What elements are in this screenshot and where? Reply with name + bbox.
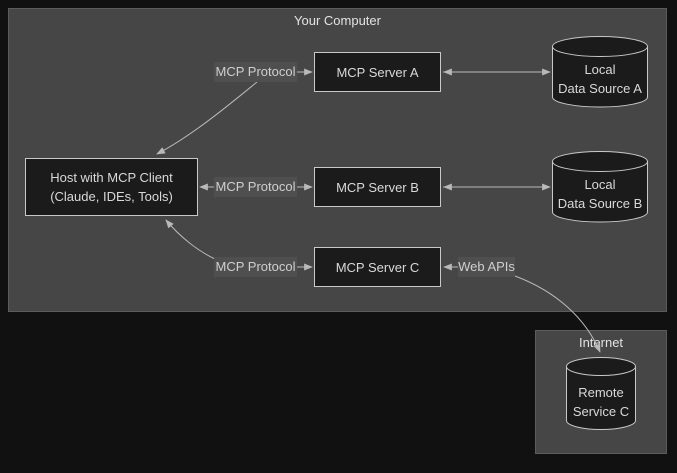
node-data-source-b-label-line1: Local	[584, 177, 616, 192]
node-remote-service-c-label-line1: Remote	[578, 385, 624, 400]
node-local-data-source-b: Local Data Source B	[552, 151, 648, 223]
edge-label-mcp-protocol-a: MCP Protocol	[214, 62, 297, 82]
node-mcp-server-a: MCP Server A	[314, 52, 441, 92]
node-data-source-b-label-line2: Data Source B	[557, 196, 643, 211]
node-host-label-line1: Host with MCP Client	[50, 170, 173, 185]
node-data-source-a-label-line2: Data Source A	[558, 81, 642, 96]
edge-label-mcp-protocol-b: MCP Protocol	[214, 177, 297, 197]
node-host-with-mcp-client: Host with MCP Client (Claude, IDEs, Tool…	[25, 158, 198, 216]
node-remote-service-c: Remote Service C	[566, 357, 636, 431]
node-remote-service-c-label-line2: Service C	[572, 404, 630, 419]
node-mcp-server-c: MCP Server C	[314, 247, 441, 287]
node-mcp-server-a-label: MCP Server A	[336, 64, 419, 80]
database-cylinder-icon	[552, 36, 648, 108]
node-mcp-server-b: MCP Server B	[314, 167, 441, 207]
node-local-data-source-a: Local Data Source A	[552, 36, 648, 108]
edge-label-web-apis: Web APIs	[458, 257, 515, 277]
database-cylinder-icon	[552, 151, 648, 223]
node-host-label-line2: (Claude, IDEs, Tools)	[50, 189, 173, 204]
database-cylinder-icon	[566, 357, 636, 430]
cluster-internet-title: Internet	[578, 335, 624, 350]
node-data-source-a-label-line1: Local	[584, 62, 616, 77]
edge-label-mcp-protocol-c: MCP Protocol	[214, 257, 297, 277]
cluster-your-computer-title: Your Computer	[294, 13, 381, 28]
node-mcp-server-c-label: MCP Server C	[335, 259, 420, 275]
node-mcp-server-b-label: MCP Server B	[336, 179, 419, 195]
